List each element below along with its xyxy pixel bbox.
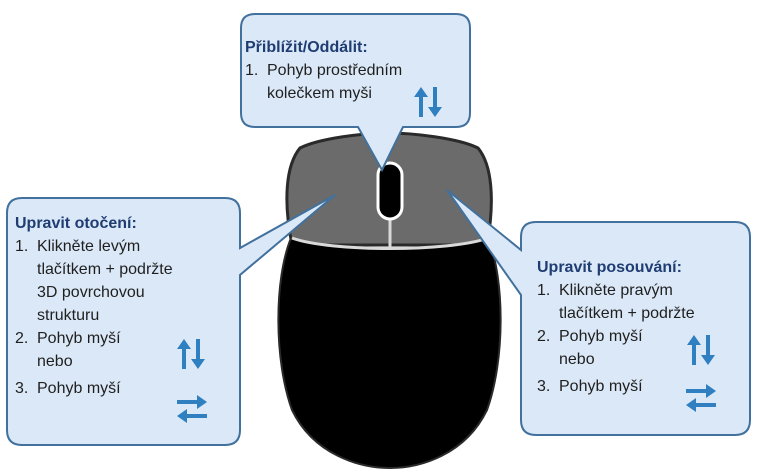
rotate-step-1-line-1: Klikněte levým <box>37 238 140 255</box>
rotate-step-1-text: Klikněte levým tlačítkem + podržte 3D po… <box>37 235 173 327</box>
pan-step-2-text: Pohyb myší nebo <box>559 325 643 371</box>
zoom-step-1-text: Pohyb prostředním kolečkem myši <box>267 59 402 105</box>
rotate-step-3-number: 3. <box>15 377 37 400</box>
pan-step-2-line-1: Pohyb myší <box>559 328 643 345</box>
rotate-callout: Upravit otočení: 1. Klikněte levým tlačí… <box>15 212 237 400</box>
pan-step-1-line-2: tlačítkem + podržte <box>559 305 695 322</box>
scroll-wheel <box>378 163 402 219</box>
pan-step-1-number: 1. <box>537 279 559 302</box>
rotate-step-1-line-2: tlačítkem + podržte <box>37 261 173 278</box>
rotate-step-1: 1. Klikněte levým tlačítkem + podržte 3D… <box>15 235 237 327</box>
pan-step-2-line-2: nebo <box>559 351 595 368</box>
pan-title: Upravit posouvání: <box>537 256 749 279</box>
rotate-step-2-line-2: nebo <box>37 353 73 370</box>
rotate-title: Upravit otočení: <box>15 212 237 235</box>
mouse-body <box>278 238 500 468</box>
left-right-arrows-icon <box>684 383 718 413</box>
rotate-step-2-text: Pohyb myší nebo <box>37 327 121 373</box>
up-down-arrows-icon <box>176 337 206 371</box>
rotate-step-3-line-1: Pohyb myší <box>37 377 121 400</box>
zoom-step-1-number: 1. <box>245 59 267 82</box>
rotate-step-1-line-4: strukturu <box>37 307 99 324</box>
pan-step-1: 1. Klikněte pravým tlačítkem + podržte <box>537 279 749 325</box>
zoom-step-1-line-1: Pohyb prostředním <box>267 62 402 79</box>
pan-step-3-line-1: Pohyb myší <box>559 375 643 398</box>
rotate-step-2-line-1: Pohyb myší <box>37 330 121 347</box>
pan-step-2: 2. Pohyb myší nebo <box>537 325 749 371</box>
pan-step-1-text: Klikněte pravým tlačítkem + podržte <box>559 279 695 325</box>
rotate-step-1-number: 1. <box>15 235 37 258</box>
up-down-arrows-icon <box>413 85 443 119</box>
pan-step-1-line-1: Klikněte pravým <box>559 282 673 299</box>
rotate-step-1-line-3: 3D povrchovou <box>37 284 145 301</box>
computer-mouse-illustration <box>278 133 500 468</box>
pan-step-2-number: 2. <box>537 325 559 348</box>
pan-callout: Upravit posouvání: 1. Klikněte pravým tl… <box>537 256 749 398</box>
left-right-arrows-icon <box>175 394 209 424</box>
rotate-step-2-number: 2. <box>15 327 37 350</box>
zoom-title: Přiblížit/Oddálit: <box>245 36 465 59</box>
zoom-step-1-line-2: kolečkem myši <box>267 85 372 102</box>
up-down-arrows-icon <box>686 333 716 367</box>
pan-step-3-number: 3. <box>537 375 559 398</box>
